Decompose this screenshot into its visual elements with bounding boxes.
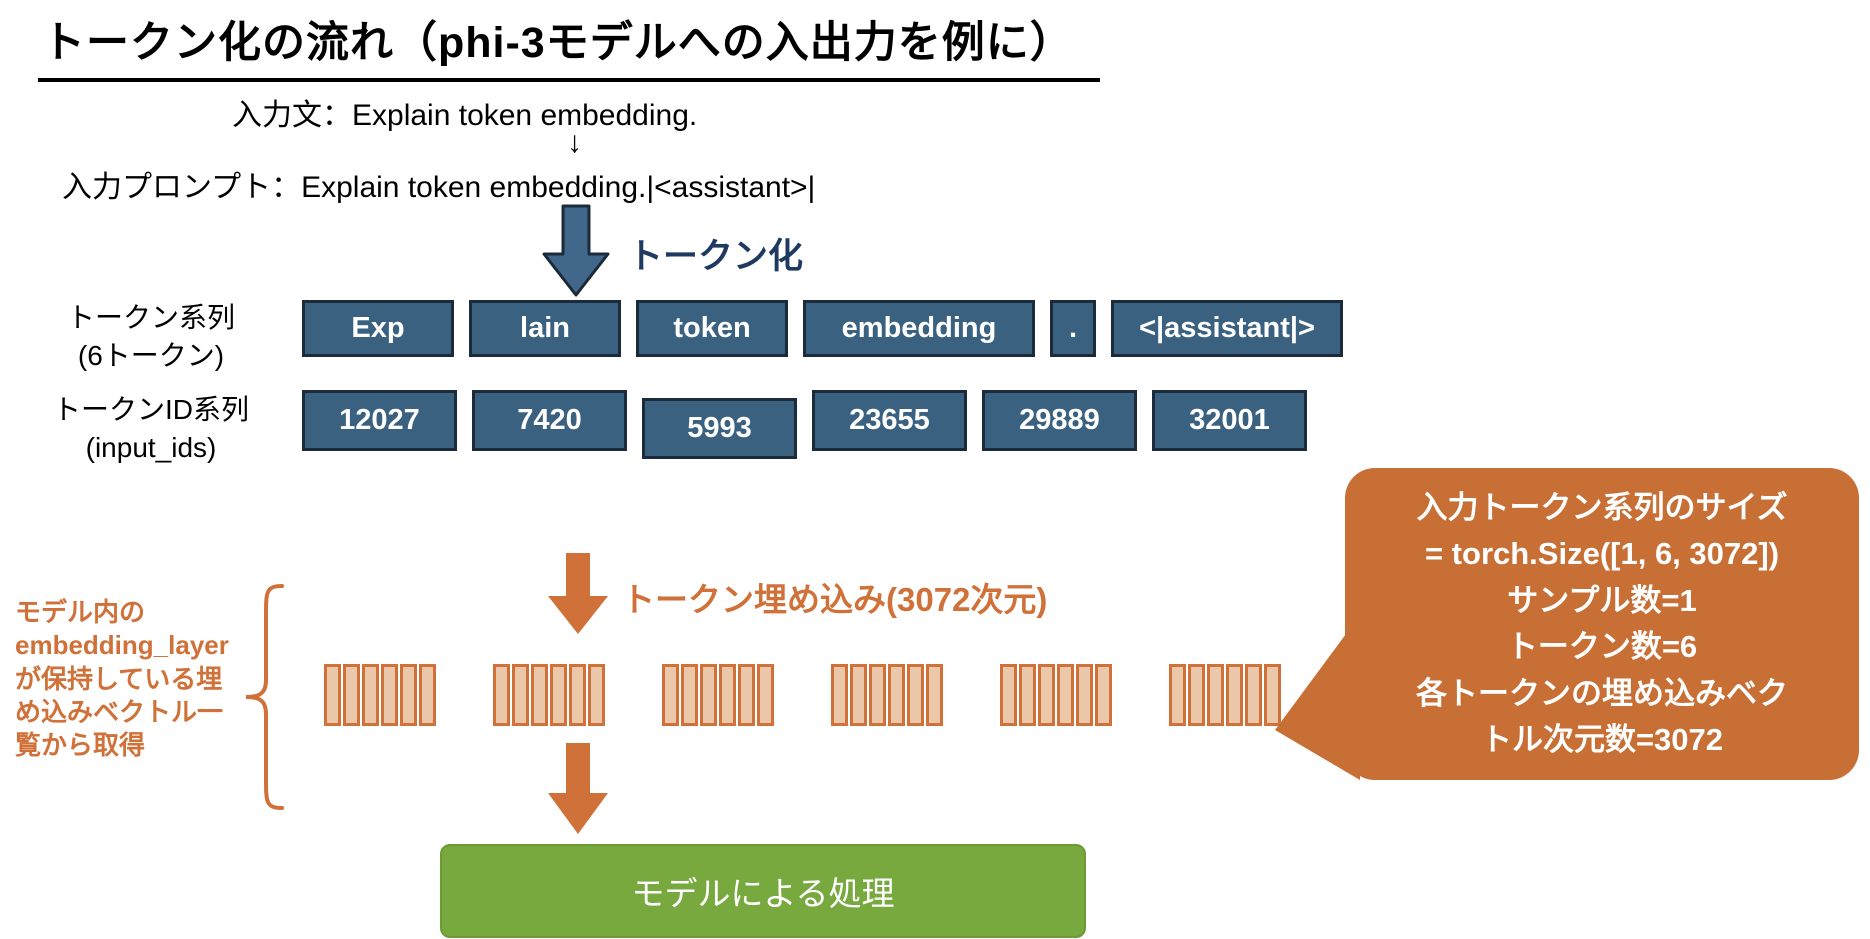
embedding-vector-cell bbox=[569, 664, 586, 726]
left-curly-brace-icon bbox=[245, 584, 284, 810]
embedding-vector-cell bbox=[907, 664, 924, 726]
token-box: embedding bbox=[803, 300, 1035, 357]
token-row-label: トークン系列 (6トークン) bbox=[18, 299, 284, 375]
embedding-vector-cell bbox=[662, 664, 679, 726]
id-row-label-line2: (input_ids) bbox=[85, 431, 217, 463]
embedding-vector-cell bbox=[419, 664, 436, 726]
id-row-label-line1: トークンID系列 bbox=[52, 394, 249, 425]
embedding-vector-group bbox=[998, 662, 1114, 728]
embedding-vector-cell bbox=[1076, 664, 1093, 726]
embedding-vector-cell bbox=[550, 664, 567, 726]
embedding-vector-cell bbox=[512, 664, 529, 726]
slide-title: トークン化の流れ（phi-3モデルへの入出力を例に） bbox=[38, 8, 1100, 82]
embedding-vector-cell bbox=[926, 664, 943, 726]
embedding-vector-cell bbox=[1095, 664, 1112, 726]
callout-line: トル次元数=3072 bbox=[1480, 722, 1724, 757]
model-process-box: モデルによる処理 bbox=[440, 844, 1086, 938]
embedding-vector-cell bbox=[869, 664, 886, 726]
embedding-vector-cell bbox=[1226, 664, 1243, 726]
embedding-vector-group bbox=[1167, 662, 1283, 728]
embedding-vector-cell bbox=[1000, 664, 1017, 726]
embedding-vector-cell bbox=[831, 664, 848, 726]
callout-line: 入力トークン系列のサイズ bbox=[1416, 489, 1788, 525]
token-id-box: 29889 bbox=[982, 390, 1137, 451]
embedding-vector-cell bbox=[1264, 664, 1281, 726]
callout-tail-icon bbox=[1275, 615, 1360, 780]
down-arrow-glyph-icon: ↓ bbox=[567, 126, 582, 159]
side-note-line: モデル内の bbox=[15, 597, 146, 627]
embedding-vector-group bbox=[829, 662, 945, 728]
embedding-vector-cell bbox=[1038, 664, 1055, 726]
embedding-vector-group bbox=[322, 662, 438, 728]
callout-line: 各トークンの埋め込みベク bbox=[1416, 675, 1788, 711]
token-id-box: 12027 bbox=[302, 390, 457, 451]
embedding-vector-group bbox=[491, 662, 607, 728]
embedding-vector-cell bbox=[1057, 664, 1074, 726]
embedding-vector-cell bbox=[719, 664, 736, 726]
embedding-vector-cell bbox=[400, 664, 417, 726]
side-note-line: め込みベクトル一 bbox=[15, 696, 224, 727]
embedding-vector-cell bbox=[324, 664, 341, 726]
callout-line: サンプル数=1 bbox=[1507, 582, 1697, 618]
embedding-vector-cell bbox=[381, 664, 398, 726]
embedding-vector-cell bbox=[757, 664, 774, 726]
input-sentence-line: 入力文：Explain token embedding. bbox=[232, 99, 698, 132]
embedding-vector-cell bbox=[738, 664, 755, 726]
embedding-vector-cell bbox=[888, 664, 905, 726]
token-box: lain bbox=[469, 300, 621, 357]
embedding-vector-cell bbox=[493, 664, 510, 726]
model-down-arrow-icon bbox=[548, 743, 608, 834]
token-row-label-line2: (6トークン) bbox=[77, 339, 225, 371]
token-box: <|assistant|> bbox=[1111, 300, 1343, 357]
token-box: token bbox=[636, 300, 788, 357]
tokenize-arrow-label: トークン化 bbox=[628, 237, 804, 276]
side-note-line: が保持している埋 bbox=[15, 663, 223, 694]
embedding-vector-cell bbox=[1169, 664, 1186, 726]
callout-line: トークン数=6 bbox=[1506, 629, 1698, 664]
token-id-box: 32001 bbox=[1152, 390, 1307, 451]
embedding-vector-cell bbox=[681, 664, 698, 726]
id-row-label: トークンID系列 (input_ids) bbox=[18, 391, 284, 467]
input-prompt-line: 入力プロンプト：Explain token embedding.|<assist… bbox=[62, 171, 816, 204]
token-box: . bbox=[1050, 300, 1096, 357]
embedding-down-arrow-icon bbox=[548, 553, 608, 634]
embedding-vector-cell bbox=[343, 664, 360, 726]
token-id-box: 5993 bbox=[642, 398, 797, 459]
side-note-line: embedding_layer bbox=[15, 630, 229, 661]
embedding-vector-cell bbox=[700, 664, 717, 726]
token-id-box: 23655 bbox=[812, 390, 967, 451]
embedding-vector-cell bbox=[1188, 664, 1205, 726]
token-box: Exp bbox=[302, 300, 454, 357]
embedding-vector-cell bbox=[1019, 664, 1036, 726]
embedding-vector-cell bbox=[850, 664, 867, 726]
tokenize-down-arrow-icon bbox=[542, 204, 610, 297]
token-row-label-line1: トークン系列 bbox=[66, 302, 235, 333]
embedding-vector-cell bbox=[362, 664, 379, 726]
embedding-arrow-label: トークン埋め込み(3072次元) bbox=[622, 581, 1048, 618]
embedding-vector-cell bbox=[1207, 664, 1224, 726]
embedding-vector-cell bbox=[1245, 664, 1262, 726]
embedding-vector-row bbox=[322, 662, 1283, 728]
token-size-callout: 入力トークン系列のサイズ = torch.Size([1, 6, 3072]) サン… bbox=[1345, 468, 1859, 780]
embedding-vector-cell bbox=[588, 664, 605, 726]
embedding-vector-cell bbox=[531, 664, 548, 726]
embedding-vector-group bbox=[660, 662, 776, 728]
token-id-box: 7420 bbox=[472, 390, 627, 451]
side-note-line: 覧から取得 bbox=[15, 730, 146, 761]
callout-line: = torch.Size([1, 6, 3072]) bbox=[1424, 536, 1780, 571]
